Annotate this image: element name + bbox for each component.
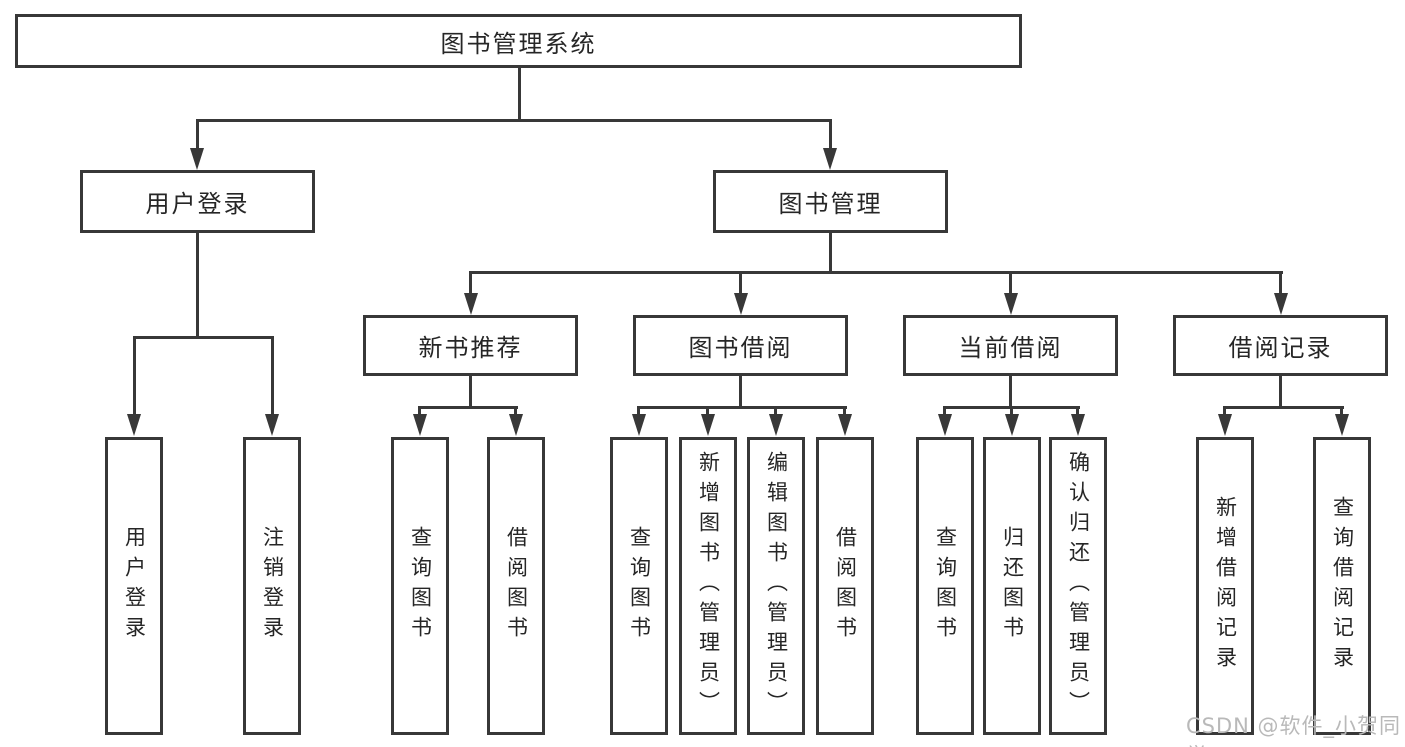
- node-user-login: 用户登录: [80, 170, 315, 233]
- leaf-query-books-current: 查询图书: [916, 437, 974, 735]
- leaf-borrow-books: 借阅图书: [816, 437, 874, 735]
- leaf-confirm-return-admin: 确认归还（管理员）: [1049, 437, 1107, 735]
- connector-drop-d2: [1340, 408, 1343, 416]
- connector-section-c-horizontal: [943, 406, 1080, 409]
- arrowhead-b2: [701, 414, 715, 436]
- leaf-add-borrow-record: 新增借阅记录: [1196, 437, 1254, 735]
- connector-drop-user-login: [196, 121, 199, 150]
- connector-user-login-horizontal: [133, 336, 274, 339]
- node-current-borrow: 当前借阅: [903, 315, 1118, 376]
- leaf-edit-books-admin-label: 编辑图书（管理员）: [764, 451, 789, 721]
- connector-drop-book-management: [829, 121, 832, 150]
- leaf-query-books-recommend: 查询图书: [391, 437, 449, 735]
- arrowhead-b4: [838, 414, 852, 436]
- leaf-query-books-current-label: 查询图书: [933, 526, 958, 646]
- connector-section-a-horizontal: [418, 406, 518, 409]
- leaf-query-borrow-record: 查询借阅记录: [1313, 437, 1371, 735]
- arrowhead-d1: [1218, 414, 1232, 436]
- arrowhead-c2: [1005, 414, 1019, 436]
- connector-root-horizontal: [196, 119, 832, 122]
- leaf-query-books-recommend-label: 查询图书: [408, 526, 433, 646]
- connector-drop-c2: [1010, 408, 1013, 416]
- connector-drop-book-borrow: [739, 273, 742, 294]
- connector-drop-b2: [706, 408, 709, 416]
- leaf-return-books: 归还图书: [983, 437, 1041, 735]
- leaf-borrow-books-recommend-label: 借阅图书: [504, 526, 529, 646]
- connector-drop-b1: [637, 408, 640, 416]
- leaf-add-books-admin: 新增图书（管理员）: [679, 437, 737, 735]
- node-new-book-recommend: 新书推荐: [363, 315, 578, 376]
- arrowhead-b1: [632, 414, 646, 436]
- connector-section-a-stem: [469, 376, 472, 408]
- connector-section-d-stem: [1279, 376, 1282, 408]
- arrowhead-login: [127, 414, 141, 436]
- leaf-borrow-books-recommend: 借阅图书: [487, 437, 545, 735]
- arrowhead-b3: [769, 414, 783, 436]
- arrowhead-current-borrow: [1004, 293, 1018, 315]
- arrowhead-borrow-records: [1274, 293, 1288, 315]
- connector-drop-current-borrow: [1009, 273, 1012, 294]
- connector-drop-c3: [1076, 408, 1079, 416]
- leaf-return-books-label: 归还图书: [1000, 526, 1025, 646]
- leaf-query-books-borrow: 查询图书: [610, 437, 668, 735]
- arrowhead-new-book: [464, 293, 478, 315]
- connector-drop-borrow-records: [1279, 273, 1282, 294]
- connector-section-d-horizontal: [1223, 406, 1344, 409]
- leaf-edit-books-admin: 编辑图书（管理员）: [747, 437, 805, 735]
- node-library-management-system: 图书管理系统: [15, 14, 1022, 68]
- connector-drop-new-book: [469, 273, 472, 294]
- connector-drop-a1: [418, 408, 421, 416]
- leaf-borrow-books-label: 借阅图书: [833, 526, 858, 646]
- arrowhead-a1: [413, 414, 427, 436]
- connector-drop-c1: [943, 408, 946, 416]
- connector-drop-b3: [774, 408, 777, 416]
- connector-book-management-horizontal: [469, 271, 1283, 274]
- leaf-logout-label: 注销登录: [260, 526, 285, 646]
- leaf-logout: 注销登录: [243, 437, 301, 735]
- arrowhead-d2: [1335, 414, 1349, 436]
- leaf-confirm-return-admin-label: 确认归还（管理员）: [1066, 451, 1091, 721]
- connector-section-b-horizontal: [637, 406, 847, 409]
- leaf-query-borrow-record-label: 查询借阅记录: [1330, 496, 1355, 676]
- arrowhead-a2: [509, 414, 523, 436]
- node-book-borrow: 图书借阅: [633, 315, 848, 376]
- csdn-watermark: CSDN @软件_小贺同学: [1186, 714, 1402, 747]
- arrowhead-book-management: [823, 148, 837, 170]
- connector-root-stem: [518, 68, 521, 121]
- leaf-add-books-admin-label: 新增图书（管理员）: [696, 451, 721, 721]
- leaf-user-login-label: 用户登录: [122, 526, 147, 646]
- node-borrow-records: 借阅记录: [1173, 315, 1388, 376]
- connector-drop-logout: [271, 338, 274, 414]
- connector-drop-d1: [1223, 408, 1226, 416]
- arrowhead-logout: [265, 414, 279, 436]
- connector-drop-login: [133, 338, 136, 414]
- connector-section-b-stem: [739, 376, 742, 408]
- arrowhead-user-login: [190, 148, 204, 170]
- connector-drop-a2: [514, 408, 517, 416]
- leaf-query-books-borrow-label: 查询图书: [627, 526, 652, 646]
- leaf-user-login: 用户登录: [105, 437, 163, 735]
- arrowhead-c3: [1071, 414, 1085, 436]
- connector-drop-b4: [843, 408, 846, 416]
- arrowhead-c1: [938, 414, 952, 436]
- arrowhead-book-borrow: [734, 293, 748, 315]
- connector-book-management-stem: [829, 233, 832, 273]
- connector-section-c-stem: [1009, 376, 1012, 408]
- leaf-add-borrow-record-label: 新增借阅记录: [1213, 496, 1238, 676]
- connector-user-login-stem: [196, 233, 199, 338]
- node-book-management: 图书管理: [713, 170, 948, 233]
